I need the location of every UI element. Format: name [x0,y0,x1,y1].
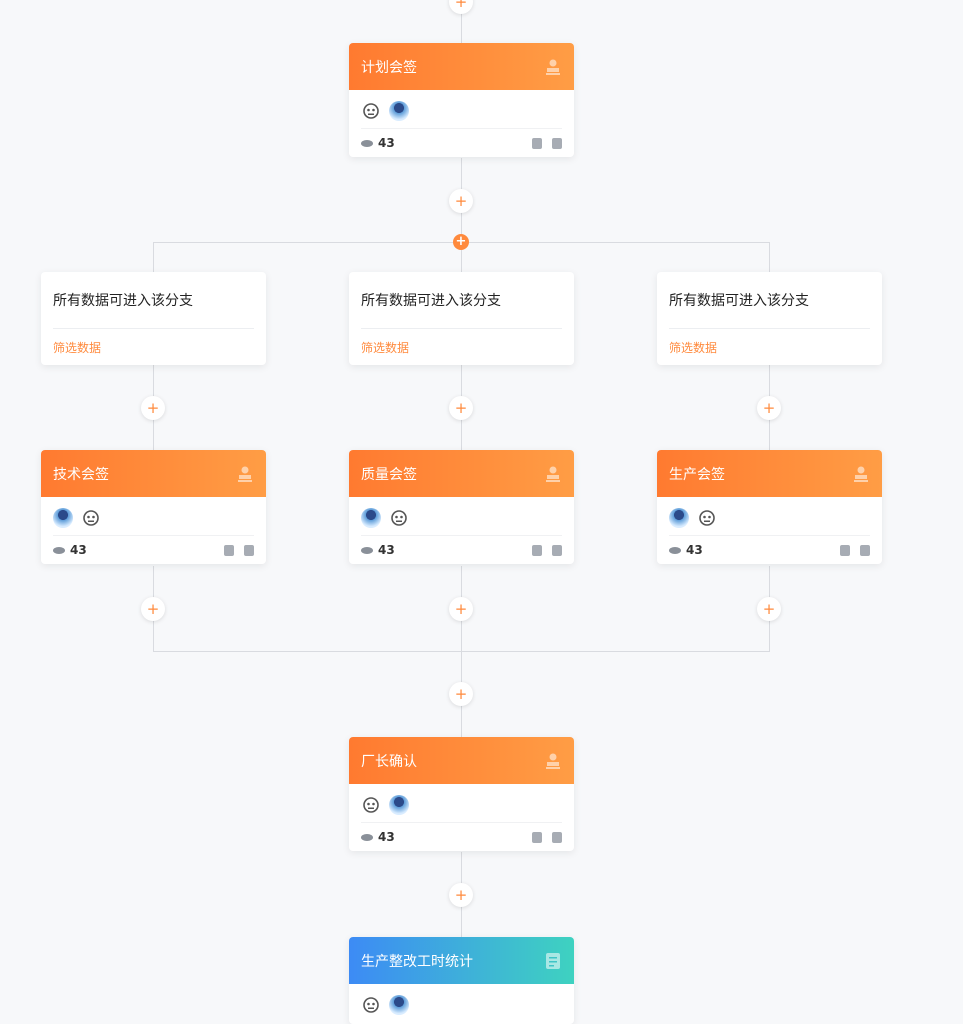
approver-avatars [669,505,870,536]
condition-branch-right[interactable]: 所有数据可进入该分支 筛选数据 [657,272,882,365]
stamp-icon [546,753,560,769]
stamp-icon [238,466,252,482]
filter-data-link[interactable]: 筛选数据 [361,341,410,355]
node-title: 生产整改工时统计 [361,953,473,970]
approval-node-director[interactable]: 厂长确认 43 [349,737,574,851]
user-avatar [389,101,409,121]
form-node-stats[interactable]: 生产整改工时统计 [349,937,574,1024]
node-header: 计划会签 [349,43,574,90]
connector-line [153,242,154,273]
condition-branch-left[interactable]: 所有数据可进入该分支 筛选数据 [41,272,266,365]
add-node-button[interactable]: + [449,0,473,14]
node-header: 厂长确认 [349,737,574,784]
robot-avatar [361,101,381,121]
node-title: 计划会签 [361,59,417,76]
form-icon [546,952,560,969]
user-avatar [361,508,381,528]
divider [669,328,870,329]
view-count: 43 [378,136,395,150]
approval-node-plan[interactable]: 计划会签 43 [349,43,574,157]
divider [53,328,254,329]
users-icon[interactable] [224,544,234,556]
users-icon[interactable] [532,831,542,843]
approval-node-quality[interactable]: 质量会签 43 [349,450,574,564]
add-node-button[interactable]: + [449,189,473,213]
approver-avatars [361,505,562,536]
filter-data-link[interactable]: 筛选数据 [669,341,718,355]
connector-line [769,242,770,273]
add-node-button[interactable]: + [449,597,473,621]
connector-line [461,158,462,272]
approver-avatars [361,992,562,1022]
approval-node-tech[interactable]: 技术会签 43 [41,450,266,564]
robot-avatar [389,508,409,528]
user-avatar [669,508,689,528]
divider [361,328,562,329]
eye-icon [53,546,65,554]
view-count: 43 [70,543,87,557]
approver-avatars [361,98,562,129]
view-count: 43 [378,543,395,557]
node-title: 生产会签 [669,466,725,483]
node-header: 技术会签 [41,450,266,497]
doc-icon[interactable] [244,544,254,556]
node-title: 厂长确认 [361,753,417,770]
doc-icon[interactable] [552,137,562,149]
user-avatar [389,795,409,815]
add-node-button[interactable]: + [449,883,473,907]
doc-icon[interactable] [552,544,562,556]
eye-icon [361,833,373,841]
eye-icon [669,546,681,554]
user-avatar [389,995,409,1015]
add-node-button[interactable]: + [141,396,165,420]
connector-line [461,0,462,44]
add-node-button[interactable]: + [757,597,781,621]
node-title: 技术会签 [53,466,109,483]
branch-title: 所有数据可进入该分支 [53,293,193,309]
branch-title: 所有数据可进入该分支 [361,293,501,309]
add-node-button[interactable]: + [141,597,165,621]
doc-icon[interactable] [860,544,870,556]
stamp-icon [854,466,868,482]
view-count: 43 [378,830,395,844]
user-avatar [53,508,73,528]
users-icon[interactable] [840,544,850,556]
approval-node-production[interactable]: 生产会签 43 [657,450,882,564]
node-header: 生产会签 [657,450,882,497]
branch-title: 所有数据可进入该分支 [669,293,809,309]
robot-avatar [697,508,717,528]
doc-icon[interactable] [552,831,562,843]
add-branch-button[interactable]: + [453,234,469,250]
add-node-button[interactable]: + [449,396,473,420]
stamp-icon [546,466,560,482]
approver-avatars [53,505,254,536]
node-title: 质量会签 [361,466,417,483]
users-icon[interactable] [532,544,542,556]
add-node-button[interactable]: + [757,396,781,420]
robot-avatar [81,508,101,528]
node-header: 质量会签 [349,450,574,497]
robot-avatar [361,795,381,815]
filter-data-link[interactable]: 筛选数据 [53,341,102,355]
condition-branch-middle[interactable]: 所有数据可进入该分支 筛选数据 [349,272,574,365]
eye-icon [361,546,373,554]
users-icon[interactable] [532,137,542,149]
robot-avatar [361,995,381,1015]
stamp-icon [546,59,560,75]
eye-icon [361,139,373,147]
node-header: 生产整改工时统计 [349,937,574,984]
add-node-button[interactable]: + [449,682,473,706]
approver-avatars [361,792,562,823]
view-count: 43 [686,543,703,557]
